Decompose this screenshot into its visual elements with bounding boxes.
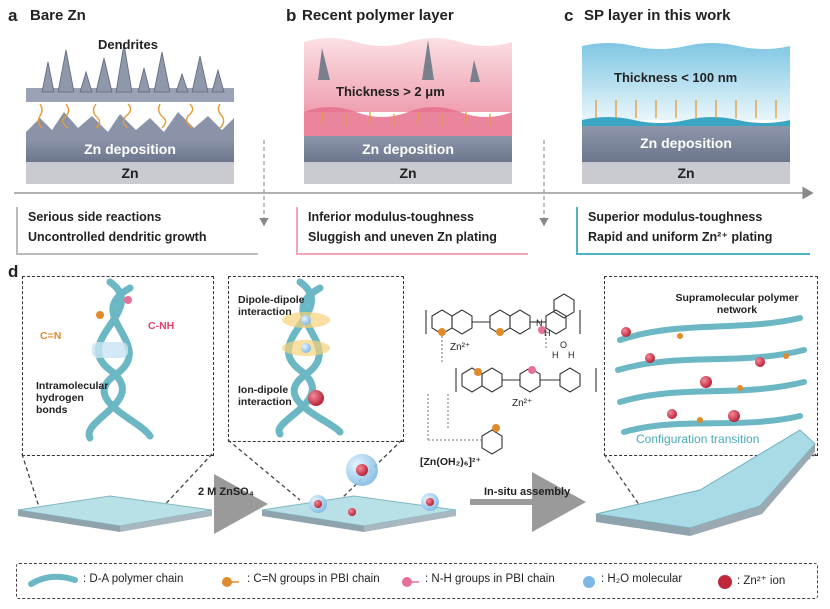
panel-c-zn-deposition-band: [582, 126, 790, 162]
helix-polymer-chain-1: [85, 278, 154, 442]
legend-item-cn: : C=N groups in PBI chain: [247, 573, 380, 585]
helix-polymer-chain-2: [275, 278, 344, 438]
panel-c-band-label: Zn deposition: [640, 135, 732, 151]
panel-b-band-label: Zn deposition: [362, 141, 454, 157]
legend: : D-A polymer chain : C=N groups in PBI …: [16, 563, 818, 599]
label-ion-dipole: Ion-dipole interaction: [238, 384, 292, 408]
network-zn-ions: [621, 327, 765, 422]
hbond-highlight: [92, 342, 128, 358]
label-h2o-o: O: [560, 340, 568, 350]
panel-a-prop-1: Serious side reactions: [28, 210, 162, 224]
label-h2o-h2: H: [568, 350, 575, 360]
panel-b-letter: b: [286, 6, 297, 25]
panel-b-thickness: Thickness > 2 μm: [336, 84, 445, 99]
top-row-illustrations: [14, 38, 814, 227]
nh-group-icon: [124, 296, 132, 304]
panel-a-title: Bare Zn: [30, 7, 86, 24]
panel-b-polymer-layer: [304, 38, 512, 112]
panel-b-dendrites-icon: [318, 40, 480, 82]
panel-d-letter: d: [8, 262, 19, 281]
cn-group-icon: [96, 311, 104, 319]
panel-a-letter: a: [8, 6, 18, 25]
panel-c-thickness: Thickness < 100 nm: [614, 70, 738, 85]
label-n-atom: N: [536, 318, 543, 328]
label-h-atom: H: [544, 328, 551, 338]
legend-item-zn: : Zn²⁺ ion: [737, 575, 786, 587]
panel-a-illustration: [26, 43, 234, 184]
panel-b-zn-label: Zn: [399, 165, 417, 181]
panel-a-ion-paths: [37, 103, 225, 129]
label-dipole-dipole: Dipole-dipole interaction: [238, 294, 305, 318]
panel-b-illustration: [304, 38, 512, 184]
label-hydrogen-bonds: Intramolecular hydrogen bonds: [36, 380, 109, 416]
panel-a-rough-surface: [26, 112, 234, 142]
panel-b-prop-2: Sluggish and uneven Zn plating: [308, 230, 497, 244]
panel-b-properties: Inferior modulus-toughness Sluggish and …: [296, 207, 528, 255]
label-zn-coord-1: Zn²⁺: [450, 342, 471, 353]
dendrites-label: Dendrites: [98, 37, 158, 52]
legend-h2o-icon: [583, 576, 595, 588]
panel-a-zn-deposition-band: [26, 138, 234, 162]
panel-c-title: SP layer in this work: [584, 7, 731, 24]
panel-b-ion-arrows: [321, 112, 491, 126]
panel-b-prop-1: Inferior modulus-toughness: [308, 210, 474, 224]
dendrites-icon: [41, 43, 225, 93]
panel-a-prop-2: Uncontrolled dendritic growth: [28, 230, 207, 244]
panel-c-illustration: [582, 43, 790, 184]
label-supramolecular-network: Supramolecular polymer network: [675, 292, 799, 316]
label-configuration-transition: Configuration transition: [636, 432, 760, 446]
label-zn-complex: [Zn(OH₂)₆]²⁺: [420, 456, 482, 468]
legend-zn-ion-icon: [718, 575, 732, 589]
panel-a-zn-base: [26, 162, 234, 184]
panel-c-properties: Superior modulus-toughness Rapid and uni…: [576, 207, 810, 255]
legend-item-polymer: : D-A polymer chain: [83, 573, 184, 585]
network-polymer-chains: [615, 315, 807, 435]
panel-c-ion-arrows: [595, 100, 777, 118]
panel-c-prop-2: Rapid and uniform Zn²⁺ plating: [588, 230, 773, 244]
coordination-lines: [427, 330, 547, 441]
panel-c-letter: c: [564, 6, 574, 25]
pbi-chemical-structure: [425, 293, 597, 455]
panel-a-band-label: Zn deposition: [84, 141, 176, 157]
label-cn: C=N: [40, 330, 62, 342]
network-cn-groups: [677, 333, 789, 423]
label-zn-coord-2: Zn²⁺: [512, 398, 533, 409]
substrate-1: [17, 495, 213, 527]
panel-d-illustrations: [17, 278, 817, 536]
legend-cn-group-icon: [222, 577, 239, 587]
panel-c-sp-layer: [582, 43, 790, 120]
label-in-situ-assembly: In-situ assembly: [484, 486, 571, 498]
legend-item-h2o: : H₂O molecular: [601, 573, 683, 585]
panel-c-prop-1: Superior modulus-toughness: [588, 210, 763, 224]
panel-a-properties: Serious side reactions Uncontrolled dend…: [16, 207, 258, 255]
panel-c-zn-label: Zn: [677, 165, 695, 181]
label-zn-so4: 2 M ZnSO₄: [198, 486, 254, 498]
panel-a-zn-label: Zn: [121, 165, 139, 181]
zn-ion-in-helix: [308, 390, 324, 406]
label-cnh: C-NH: [148, 320, 175, 332]
legend-item-nh: : N-H groups in PBI chain: [425, 573, 555, 585]
panel-c-zn-base: [582, 162, 790, 184]
legend-polymer-chain-icon: [28, 573, 78, 587]
label-h2o-h1: H: [552, 350, 559, 360]
panel-b-zn-deposition-band: [304, 136, 512, 162]
panel-b-zn-base: [304, 162, 512, 184]
legend-nh-group-icon: [402, 577, 419, 587]
panel-b-title: Recent polymer layer: [302, 7, 454, 24]
